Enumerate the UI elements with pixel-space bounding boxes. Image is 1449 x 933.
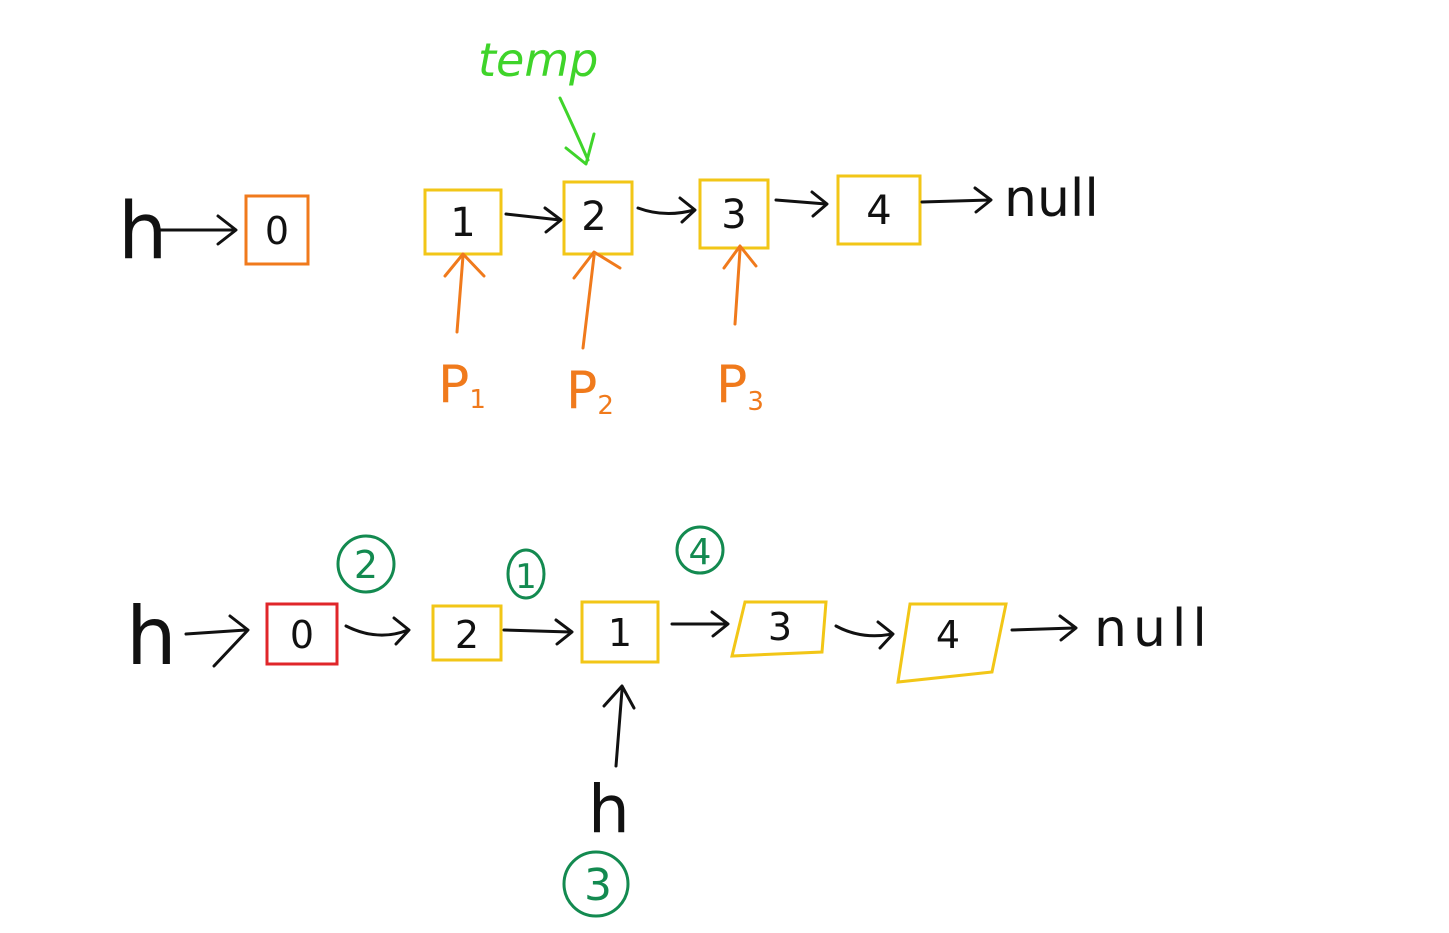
bottom-node-2 [431, 604, 503, 662]
step-circle-3-ring [562, 850, 630, 918]
p3-arrow [722, 244, 758, 326]
bottom-node-2-value: 2 [455, 613, 479, 657]
top-null-label: null [1004, 169, 1099, 229]
bottom-head-arrow [184, 614, 250, 668]
top-head-node [244, 194, 310, 266]
top-head-node-value: 0 [265, 209, 289, 253]
temp-arrow [558, 96, 596, 166]
bottom-node-3 [730, 600, 828, 658]
p1-arrow [443, 252, 486, 334]
bottom-head-node [265, 602, 339, 666]
top-arrow-1-2 [504, 206, 563, 234]
bottom-null-label: null [1094, 599, 1213, 659]
step-circle-1-ring [506, 548, 546, 600]
bottom-node-3-value: 3 [768, 605, 792, 649]
step-circle-2-ring [336, 534, 396, 594]
bottom-arrow-1-3 [670, 610, 730, 638]
top-arrow-3-4 [774, 190, 829, 218]
top-arrow-4-null [920, 186, 993, 214]
bottom-node-4 [896, 602, 1008, 684]
top-node-1-value: 1 [450, 200, 475, 246]
bottom-arrow-4-null [1010, 614, 1078, 642]
top-head-label: h [118, 187, 167, 277]
top-node-3 [698, 178, 770, 250]
p2-arrow [572, 250, 622, 350]
bottom-node-1-value: 1 [608, 611, 632, 655]
bottom-h-pointer-label: h [588, 771, 630, 848]
step-circle-2-label: 2 [354, 543, 378, 587]
p2-label: P2 [566, 361, 614, 421]
step-circle-1: 1 [506, 548, 546, 600]
step-circle-4-label: 4 [689, 532, 712, 573]
top-list: h 0 1 2 3 4 [118, 33, 1099, 421]
p3-label: P3 [716, 355, 764, 417]
bottom-arrow-0-2 [344, 616, 411, 646]
bottom-node-1 [580, 600, 660, 664]
bottom-h-pointer-arrow [602, 684, 636, 768]
top-node-3-value: 3 [721, 192, 746, 238]
step-circle-4-ring [675, 525, 725, 575]
bottom-head-label: h [126, 590, 177, 683]
step-circle-3-label: 3 [584, 860, 612, 911]
top-node-4-value: 4 [866, 188, 891, 234]
bottom-list: h 0 2 1 3 [126, 525, 1213, 918]
bottom-head-node-value: 0 [290, 613, 314, 657]
p1-label: P1 [438, 355, 486, 415]
bottom-arrow-3-4 [834, 620, 895, 650]
step-circle-2: 2 [336, 534, 396, 594]
top-arrow-2-3 [636, 196, 697, 224]
step-circle-1-label: 1 [515, 557, 537, 597]
temp-label: temp [478, 33, 598, 87]
top-node-4 [836, 174, 922, 246]
top-head-arrow [158, 214, 238, 246]
bottom-arrow-2-1 [502, 618, 574, 646]
step-circle-3: 3 [562, 850, 630, 918]
step-circle-4: 4 [675, 525, 725, 575]
top-node-2-value: 2 [581, 194, 606, 240]
bottom-node-4-value: 4 [936, 613, 960, 657]
